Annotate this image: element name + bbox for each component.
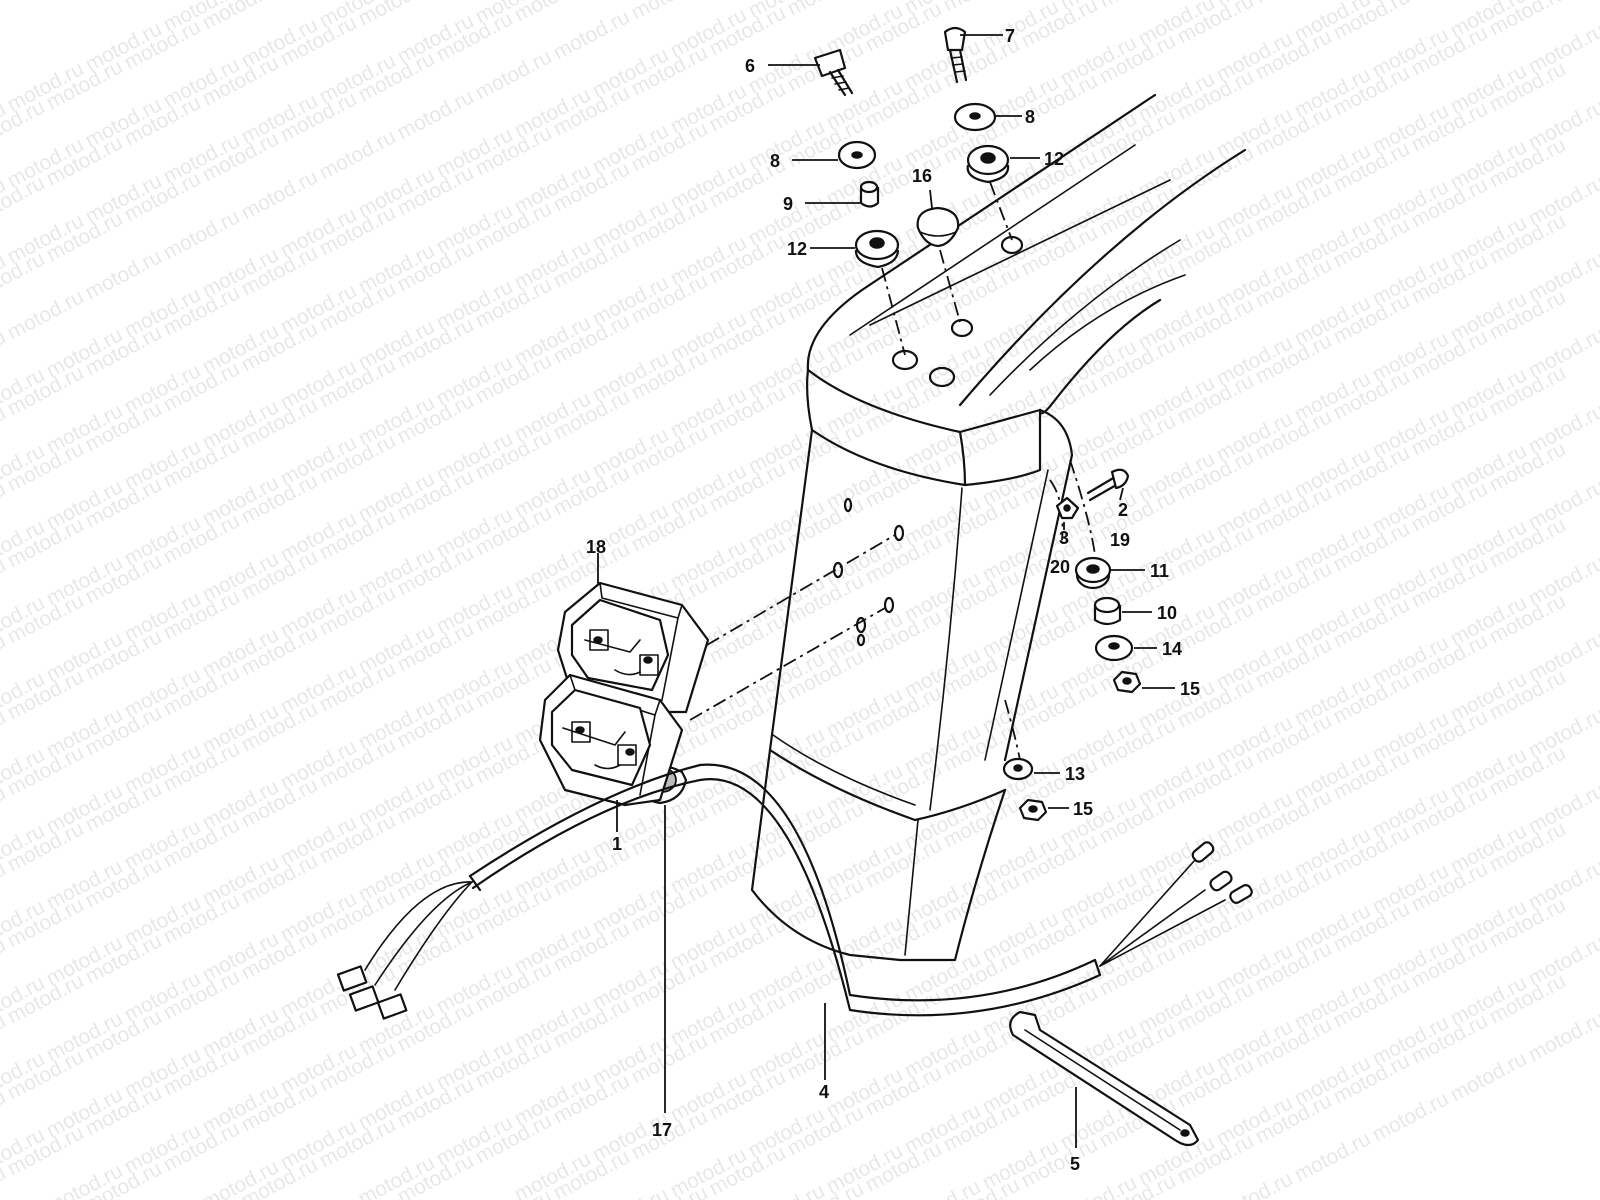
callout-1: 1	[612, 834, 622, 854]
callout-20: 20	[1050, 557, 1070, 577]
callout-14: 14	[1162, 639, 1182, 659]
callout-10: 10	[1157, 603, 1177, 623]
callout-3: 3	[1059, 528, 1069, 548]
lamp-housing-part-18	[556, 581, 710, 714]
watermark-text: motod.ru	[589, 1183, 673, 1200]
leader-lines	[597, 34, 1175, 1148]
cap-part-16	[916, 206, 960, 248]
grommet-part-12-upper	[966, 144, 1010, 184]
watermark-text: motod.ru	[394, 85, 478, 144]
callout-8-upper: 8	[1025, 107, 1035, 127]
callout-6: 6	[745, 56, 755, 76]
watermark-text: motod.ru	[1447, 1047, 1531, 1106]
callout-labels: 6 7 8 8 12 16 9 12 2 19 3 20 11 10 14 15…	[586, 26, 1200, 1174]
watermark-text: motod.ru	[160, 205, 244, 264]
watermark-text: motod.ru	[1369, 1087, 1453, 1146]
watermark-text: motod.ru	[550, 5, 634, 64]
watermark-text: motod.ru	[355, 0, 439, 30]
grommet-part-12-lower	[854, 229, 900, 269]
washer-part-14	[1094, 634, 1134, 662]
watermark-text: motod.ru	[4, 285, 88, 344]
watermark-text: motod.ru	[1408, 0, 1492, 4]
watermark-text: motod.ru	[82, 245, 166, 304]
callout-18: 18	[586, 537, 606, 557]
callout-13: 13	[1065, 764, 1085, 784]
grommet-part-11	[1074, 556, 1112, 590]
nut-part-3	[1055, 496, 1080, 520]
callout-15-lower: 15	[1073, 799, 1093, 819]
washer-part-8-lower	[837, 140, 877, 170]
callout-7: 7	[1005, 26, 1015, 46]
rear-fender	[750, 93, 1247, 962]
watermark-text: motod.ru	[1213, 1167, 1297, 1200]
nut-part-15-lower	[1018, 798, 1048, 822]
washer-part-8-upper	[953, 102, 997, 132]
nut-part-15-upper	[1112, 670, 1142, 694]
bracket-part-5	[1009, 1010, 1200, 1147]
watermark-text: motod.ru	[1291, 1127, 1375, 1186]
callout-2: 2	[1118, 500, 1128, 520]
callout-4: 4	[819, 1082, 829, 1102]
screw-part-2	[1086, 468, 1130, 502]
watermark-text: motod.ru	[511, 0, 595, 26]
watermark-text: motod.ru	[628, 0, 712, 24]
bolt-part-7	[943, 26, 968, 84]
callout-9: 9	[783, 194, 793, 214]
watermark-text: motod.ru	[940, 0, 1024, 16]
callout-12-lower: 12	[787, 239, 807, 259]
wiring-harness-part-4	[336, 763, 1253, 1020]
bolt-part-6	[813, 48, 854, 97]
callout-12-upper: 12	[1044, 149, 1064, 169]
callout-8-lower: 8	[770, 151, 780, 171]
watermark-text: motod.ru	[0, 1161, 10, 1200]
watermark-text: motod.ru	[745, 1179, 829, 1200]
watermark-text: motod.ru	[1525, 1007, 1600, 1066]
watermark-text: motod.ru	[316, 125, 400, 184]
watermark-text: motod.ru	[1096, 0, 1180, 12]
watermark-text: motod.ru	[238, 165, 322, 224]
callout-5: 5	[1070, 1154, 1080, 1174]
callout-11: 11	[1150, 561, 1169, 581]
washer-part-13	[1002, 757, 1034, 781]
assembly-lines	[689, 181, 1096, 761]
watermark-text: motod.ru	[1252, 0, 1336, 8]
watermark-text: motod.ru	[472, 45, 556, 104]
watermark-text: motod.ru	[784, 0, 868, 20]
callout-19: 19	[1110, 530, 1130, 550]
callout-16: 16	[912, 166, 932, 186]
lamp-housing-part-1	[538, 673, 684, 807]
collar-part-10	[1093, 596, 1122, 626]
spacer-part-9	[859, 180, 880, 208]
callout-17: 17	[652, 1120, 672, 1140]
callout-15-upper: 15	[1180, 679, 1200, 699]
